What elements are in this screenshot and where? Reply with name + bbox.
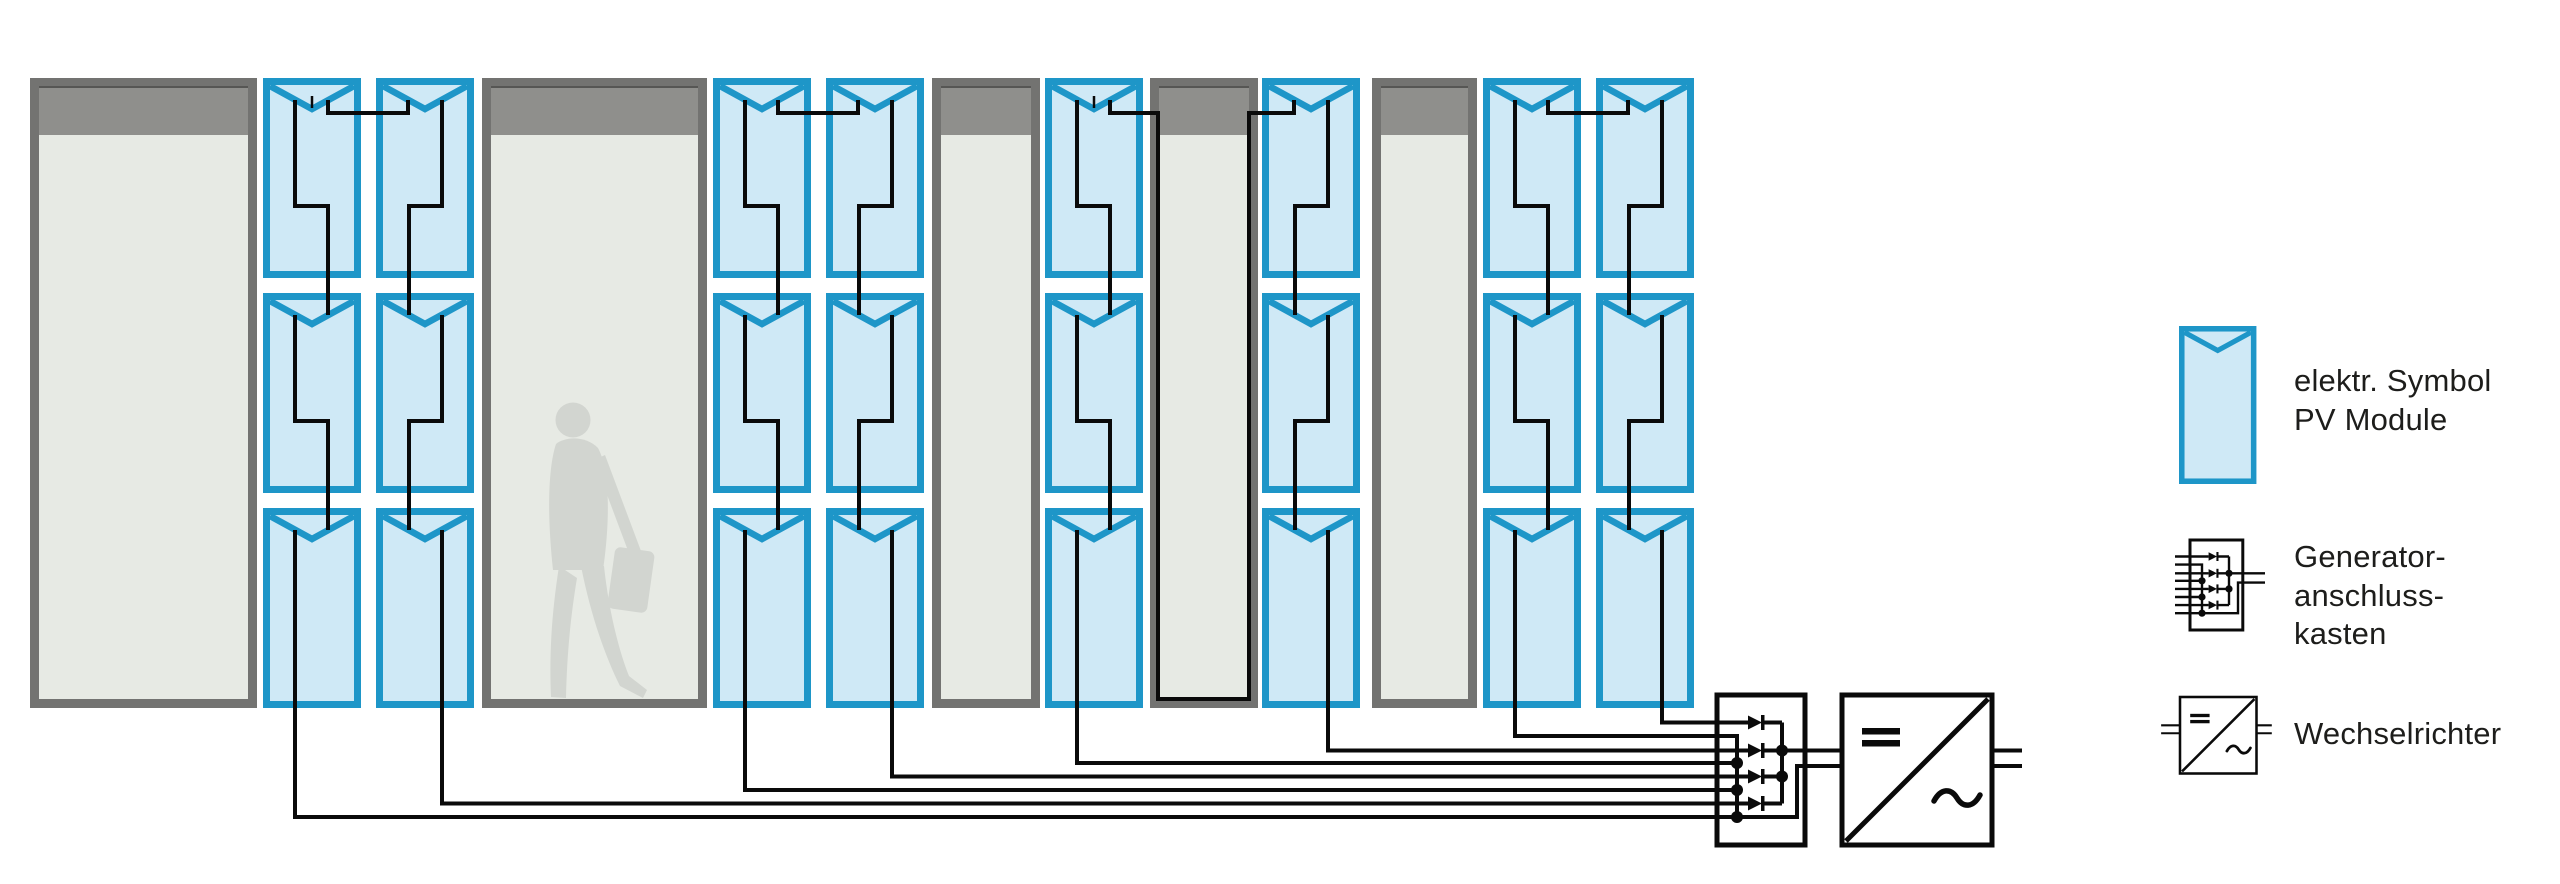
module-series-wire bbox=[1293, 315, 1330, 530]
pv-module-symbol bbox=[380, 512, 471, 705]
string-bus-wire bbox=[1326, 530, 1693, 753]
module-series-wire bbox=[407, 100, 444, 315]
pv-module-symbol bbox=[1600, 297, 1691, 490]
module-series-wire bbox=[1627, 315, 1664, 530]
module-series-wire bbox=[1513, 315, 1550, 530]
module-series-wire bbox=[407, 315, 444, 530]
pv-module-symbol bbox=[267, 512, 358, 705]
inverter-symbol bbox=[1805, 695, 2022, 845]
pv-module-symbol bbox=[717, 512, 808, 705]
pv-module-symbol bbox=[717, 297, 808, 490]
pv-module-symbol bbox=[267, 82, 358, 275]
pv-module-symbol bbox=[1049, 512, 1140, 705]
pv-module-symbol bbox=[1487, 297, 1578, 490]
legend-junction-box-symbol bbox=[2173, 538, 2267, 632]
pv-module-symbol bbox=[830, 82, 921, 275]
module-series-wire bbox=[1513, 100, 1550, 315]
facade-panel bbox=[1372, 78, 1477, 708]
generator-junction-box-symbol bbox=[1692, 695, 1842, 845]
string-bus-wire bbox=[743, 530, 1693, 792]
pv-module-symbol bbox=[1049, 297, 1140, 490]
pv-module-symbol bbox=[1266, 297, 1357, 490]
string-top-bridge bbox=[776, 100, 860, 115]
module-series-wire bbox=[743, 100, 780, 315]
pv-module-symbol bbox=[1600, 82, 1691, 275]
module-series-wire bbox=[743, 315, 780, 530]
string-bus-wire bbox=[1660, 530, 1693, 725]
module-series-wire bbox=[857, 100, 894, 315]
pv-module-symbol bbox=[1487, 82, 1578, 275]
facade-panel bbox=[30, 78, 257, 708]
person-silhouette bbox=[549, 402, 655, 698]
legend-pv-module-symbol bbox=[2182, 329, 2254, 481]
string-bus-wire bbox=[1075, 530, 1693, 765]
module-series-wire bbox=[1075, 100, 1112, 315]
pv-module-symbol bbox=[1487, 512, 1578, 705]
pv-module-symbol bbox=[1266, 82, 1357, 275]
string-top-bridge-around-window bbox=[1108, 100, 1296, 701]
pv-module-symbol bbox=[380, 297, 471, 490]
string-bus-wire bbox=[1513, 530, 1693, 738]
string-top-bridge bbox=[326, 100, 410, 115]
module-series-wire bbox=[1627, 100, 1664, 315]
pv-module-symbol bbox=[830, 512, 921, 705]
pv-module-symbol bbox=[1266, 512, 1357, 705]
module-series-wire bbox=[293, 315, 330, 530]
legend-inverter-symbol bbox=[2159, 695, 2274, 775]
pv-module-symbol bbox=[267, 297, 358, 490]
pv-module-symbol bbox=[830, 297, 921, 490]
pv-module-symbol bbox=[1600, 512, 1691, 705]
string-bus-wire bbox=[293, 530, 1693, 819]
module-series-wire bbox=[1293, 100, 1330, 315]
pv-module-symbol bbox=[380, 82, 471, 275]
string-wiring bbox=[293, 96, 1693, 819]
pv-module-symbol bbox=[1049, 82, 1140, 275]
facade-panel bbox=[932, 78, 1040, 708]
pv-module-symbol bbox=[717, 82, 808, 275]
string-top-bridge bbox=[1546, 100, 1630, 115]
string-bus-wire bbox=[440, 530, 1693, 806]
module-series-wire bbox=[293, 100, 330, 315]
string-bus-wire bbox=[890, 530, 1693, 779]
module-series-wire bbox=[1075, 315, 1112, 530]
facade-panel bbox=[1150, 78, 1258, 708]
module-series-wire bbox=[857, 315, 894, 530]
